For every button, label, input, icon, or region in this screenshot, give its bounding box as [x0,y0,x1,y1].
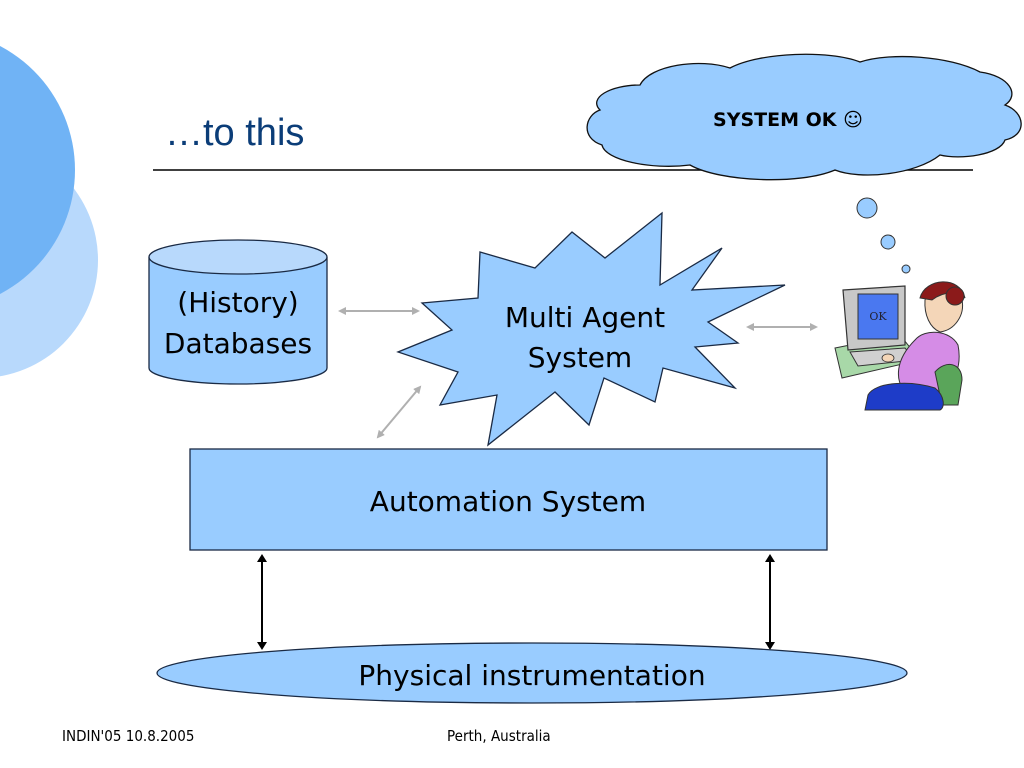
operator-at-computer-icon: OK [834,281,966,411]
database-label-line1: (History) [177,286,298,319]
thought-cloud: SYSTEM OK ☺ [586,53,1022,181]
physical-instrumentation-ellipse: Physical instrumentation [156,642,908,704]
database-cylinder: (History) Databases [148,239,328,385]
arrow-mas-automation [376,385,422,439]
physical-label: Physical instrumentation [358,659,705,692]
multi-agent-starburst: Multi Agent System [396,211,786,447]
footer-center: Perth, Australia [447,727,551,745]
decor-circle-dark [0,46,75,294]
thought-bubble-small [901,264,911,274]
database-label-line2: Databases [164,327,312,360]
mas-label-line1: Multi Agent [505,301,665,334]
thought-bubble-large [856,197,878,219]
thought-bubble-medium [880,234,896,250]
automation-system-box: Automation System [189,448,828,551]
footer-left: INDIN'05 10.8.2005 [62,727,195,745]
slide-title: …to this [165,112,305,154]
monitor-ok-text: OK [869,310,887,323]
cloud-text: SYSTEM OK ☺ [713,109,863,131]
automation-label: Automation System [370,485,646,518]
mas-label-line2: System [528,341,632,374]
